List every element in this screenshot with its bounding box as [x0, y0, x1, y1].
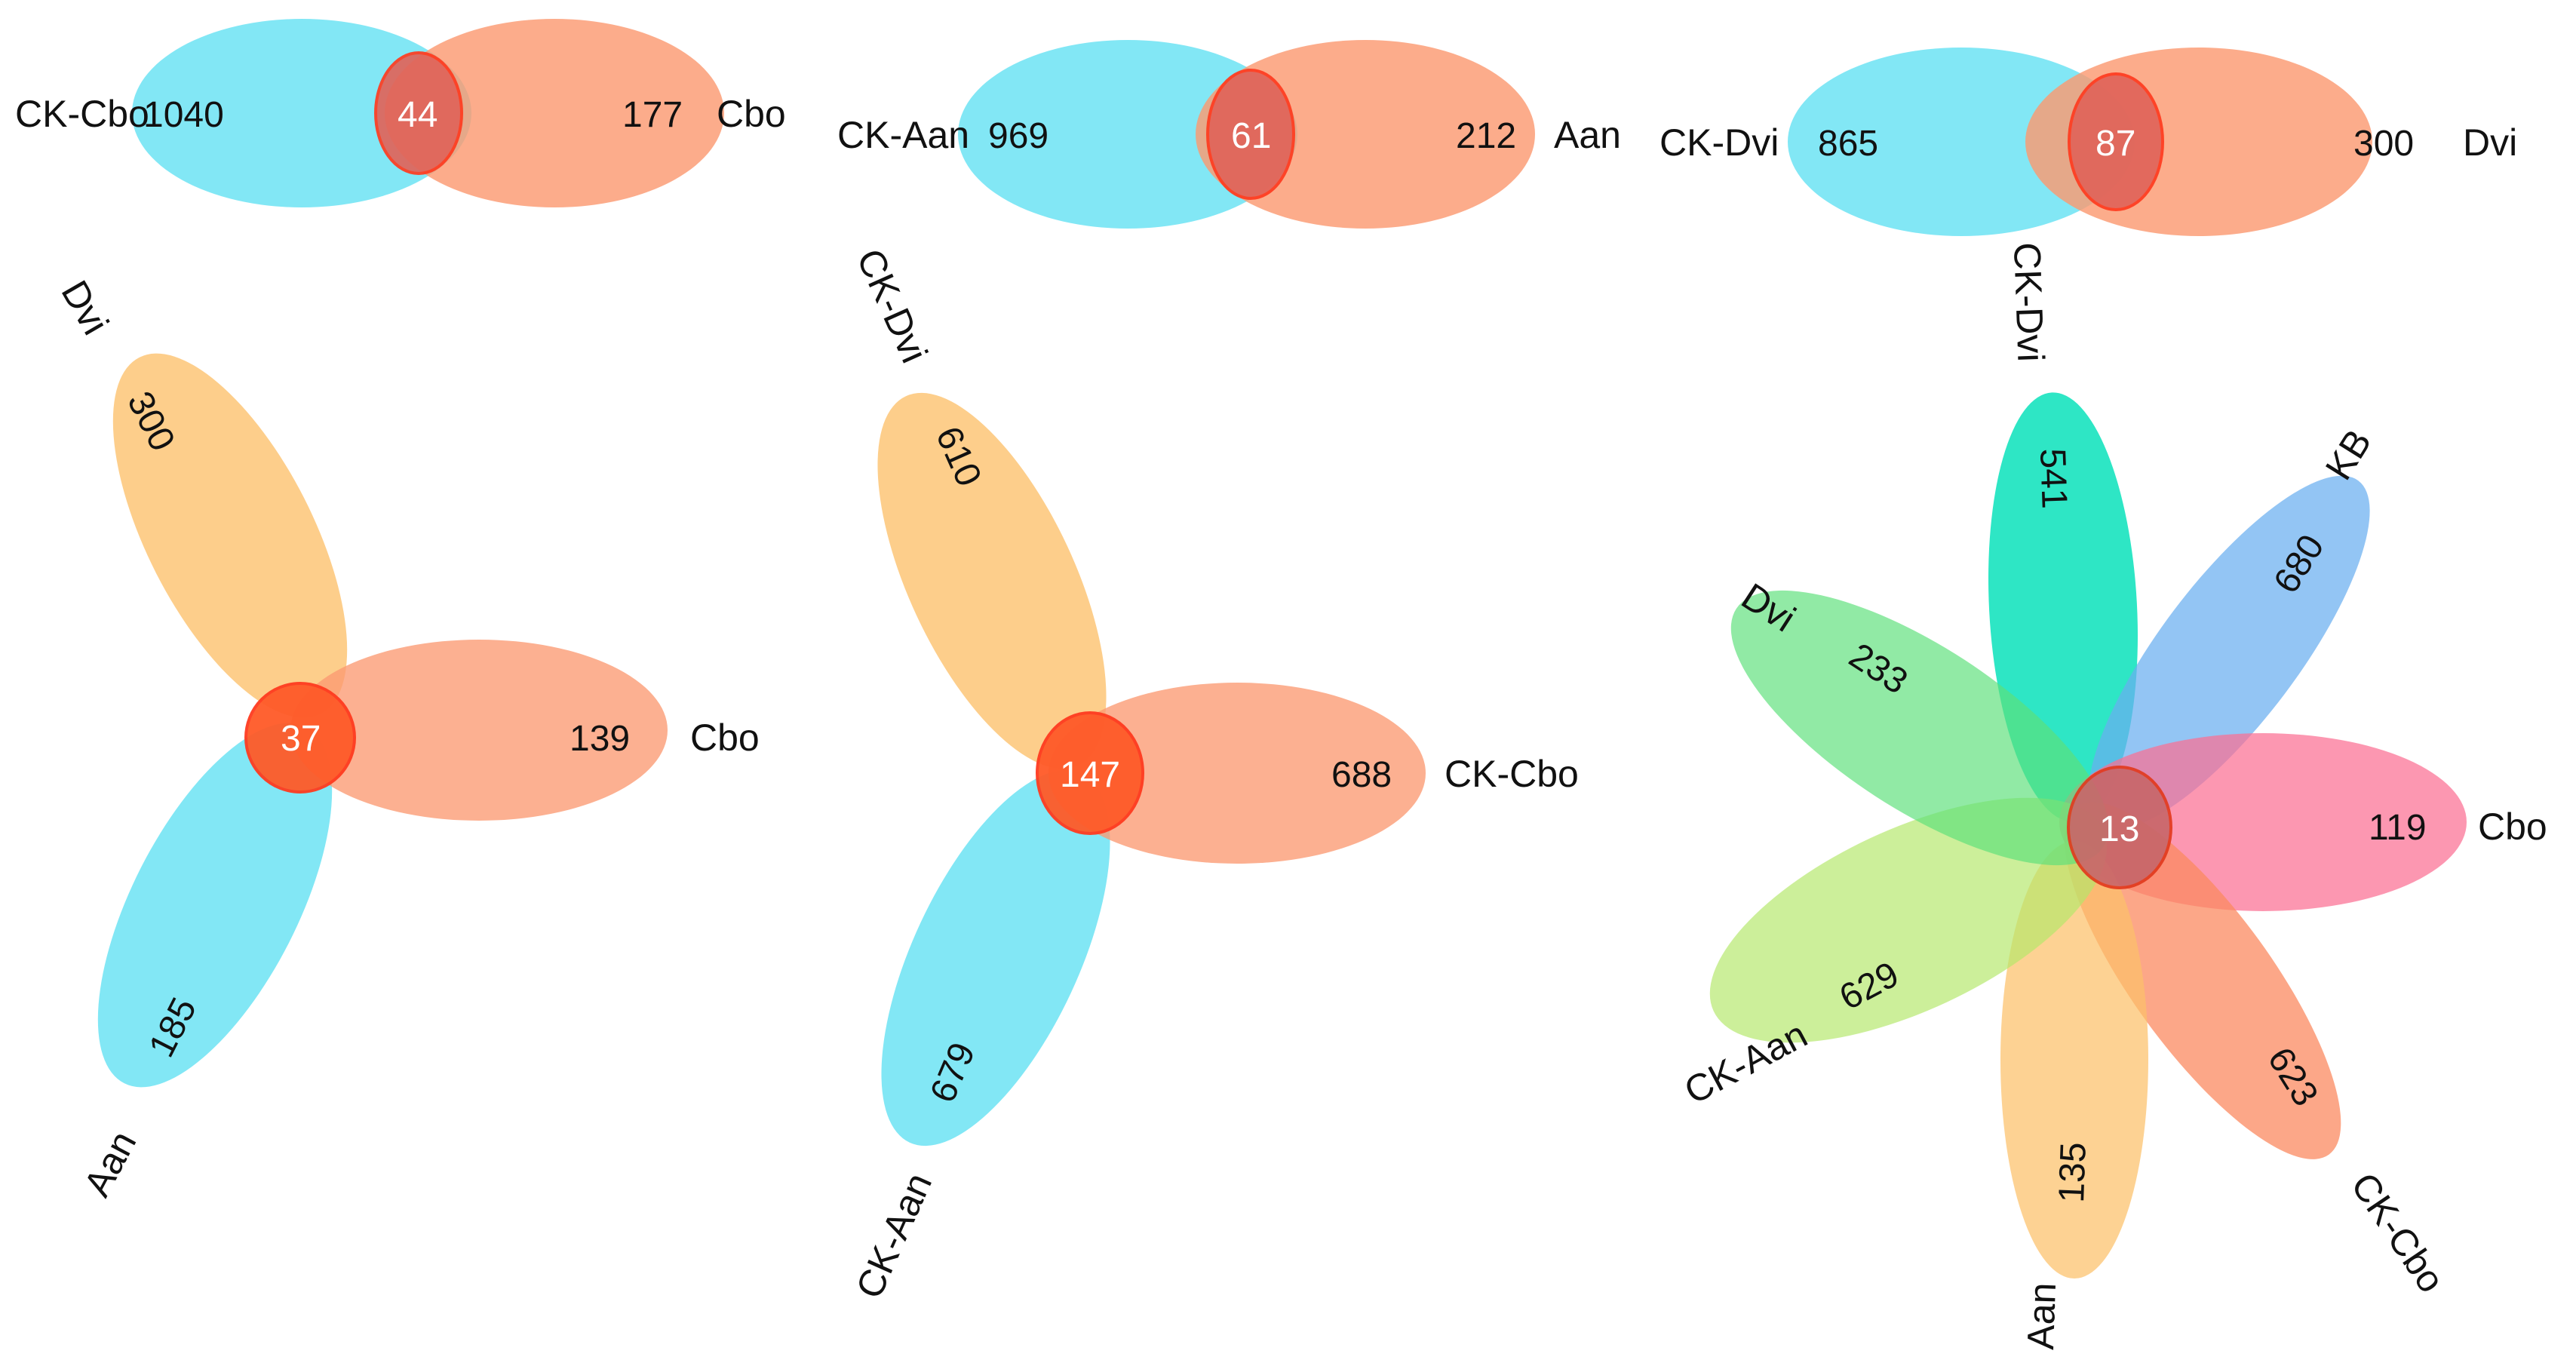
count-ck-cbo: 1040 — [143, 95, 224, 135]
set-label-cbo: Cbo — [717, 93, 786, 135]
count-cbo: 139 — [570, 719, 630, 759]
count-ck-dvi: 541 — [2032, 448, 2074, 510]
count-shared: 87 — [2095, 124, 2135, 164]
set-label-ck-dvi: CK-Dvi — [849, 243, 936, 369]
count-ck-cbo: 688 — [1331, 755, 1392, 795]
count-ck-dvi: 865 — [1818, 124, 1878, 164]
count-dvi: 300 — [2353, 124, 2414, 164]
venn-ck-dvi-vs-dvi: CK-Dvi 865 87 300 Dvi — [1660, 48, 2517, 236]
set-kb-ellipse — [2088, 475, 2370, 830]
set-label-aan: Aan — [75, 1124, 144, 1203]
set-ck-cbo-ellipse — [2064, 802, 2341, 1159]
set-ck-cbo-ellipse — [1049, 683, 1426, 864]
set-label-dvi: Dvi — [53, 274, 117, 342]
shared-region — [2067, 766, 2172, 889]
set-ck-aan-ellipse — [881, 769, 1110, 1147]
set-label-ck-dvi: CK-Dvi — [2006, 241, 2052, 362]
set-label-kb: KB — [2317, 422, 2380, 487]
venn-ck-cbo-vs-cbo: CK-Cbo 1040 44 177 Cbo — [15, 19, 786, 207]
set-aan-ellipse — [2000, 841, 2148, 1279]
shared-region — [2068, 72, 2164, 211]
set-ck-cbo-ellipse — [132, 19, 471, 207]
shared-region — [374, 51, 463, 175]
set-label-ck-cbo: CK-Cbo — [1445, 753, 1579, 795]
set-dvi-ellipse — [112, 353, 348, 718]
set-label-ck-aan: CK-Aan — [848, 1167, 940, 1305]
count-aan: 212 — [1456, 116, 1516, 156]
count-shared: 61 — [1231, 116, 1271, 156]
set-dvi-ellipse — [1730, 590, 2109, 866]
set-ck-aan-ellipse — [958, 40, 1297, 229]
count-cbo: 119 — [2369, 808, 2427, 848]
set-label-ck-dvi: CK-Dvi — [1660, 121, 1779, 164]
count-shared: 44 — [398, 95, 438, 135]
count-shared: 37 — [281, 719, 321, 759]
venn-treatments: Dvi 300 139 Cbo 37 185 Aan — [53, 274, 760, 1204]
set-label-cbo: Cbo — [690, 717, 760, 759]
set-label-dvi: Dvi — [2463, 121, 2517, 164]
shared-region — [1036, 711, 1144, 835]
set-label-cbo: Cbo — [2478, 806, 2547, 848]
venn-all-seven: CK-Dvi 541 KB 680 119 Cbo 623 CK-Cbo 135… — [1678, 241, 2547, 1351]
count-cbo: 177 — [622, 95, 683, 135]
set-aan-ellipse — [97, 723, 333, 1088]
set-label-ck-cbo: CK-Cbo — [2343, 1165, 2453, 1300]
shared-region — [1206, 69, 1295, 200]
set-label-ck-aan: CK-Aan — [837, 114, 969, 156]
count-ck-aan: 969 — [988, 116, 1049, 156]
set-cbo-ellipse — [385, 19, 724, 207]
count-shared: 13 — [2099, 809, 2139, 849]
set-ck-aan-ellipse — [1709, 797, 2108, 1043]
set-label-aan: Aan — [1554, 114, 1621, 156]
venn-controls: CK-Dvi 610 147 688 CK-Cbo 679 CK-Aan — [848, 243, 1579, 1305]
set-ck-dvi-ellipse — [1788, 48, 2135, 236]
count-shared: 147 — [1060, 755, 1120, 795]
venn-ck-aan-vs-aan: CK-Aan 969 61 212 Aan — [837, 40, 1621, 229]
set-ck-dvi-ellipse — [877, 392, 1107, 769]
count-aan: 135 — [2052, 1141, 2094, 1203]
set-label-ck-cbo: CK-Cbo — [15, 93, 149, 135]
set-label-aan: Aan — [2019, 1282, 2064, 1351]
set-cbo-ellipse — [290, 640, 668, 821]
shared-region — [244, 682, 356, 794]
